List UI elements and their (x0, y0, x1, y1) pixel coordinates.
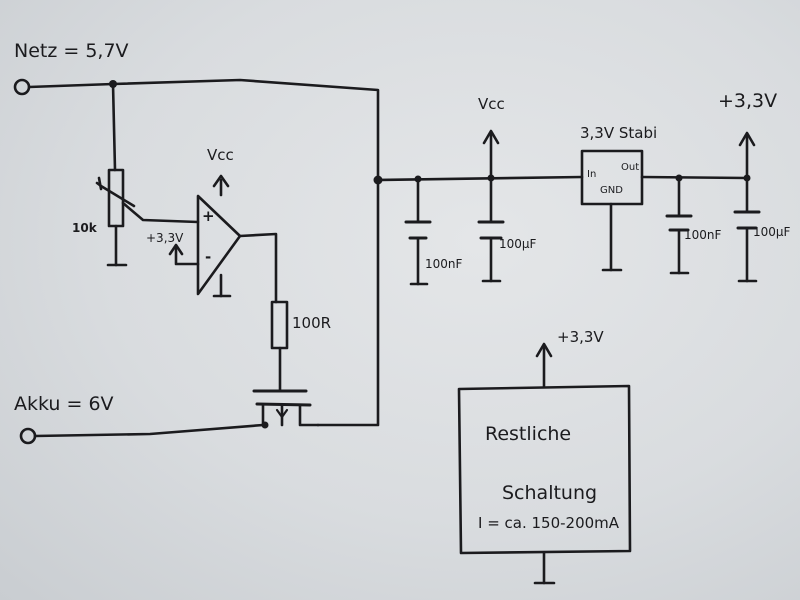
gate-resistor (270, 300, 289, 350)
load-supply-label: +3,3V (557, 328, 604, 346)
regulator-title-label: 3,3V Stabi (580, 124, 658, 142)
opamp-triangle (196, 194, 242, 296)
c1-label: 100nF (425, 257, 463, 271)
rail-junction-left (373, 175, 383, 185)
opamp-ref-wire (174, 246, 200, 266)
pot-wiper-arrow (95, 181, 136, 208)
mosfet-to-rail-wire (316, 178, 380, 427)
c2-label: 100µF (499, 237, 537, 251)
opamp-minus-label: - (205, 248, 212, 266)
mosfet-channel (255, 402, 312, 407)
output-voltage-label: +3,3V (718, 90, 778, 112)
mosfet-drain-lead (298, 403, 320, 427)
gate-resistor-label: 100R (292, 314, 332, 332)
vcc-rail-arrow (482, 129, 500, 145)
load-title-line2: Schaltung (502, 482, 598, 504)
load-box (457, 384, 632, 555)
pot-value-label: 10k (72, 221, 97, 235)
c3-label: 100nF (684, 228, 722, 242)
opamp-out-wire (238, 232, 278, 304)
wiper-to-plus-wire (121, 201, 200, 224)
vcc-rail-label: Vcc (478, 95, 505, 113)
pot-wiper-head (97, 176, 103, 191)
mosfet-arrow (275, 408, 289, 419)
netz-wire (27, 78, 380, 182)
regulator-out-label: Out (621, 162, 640, 173)
pot-lead-top (111, 82, 117, 172)
opamp-ref-arrow (168, 243, 184, 256)
akku-wire (33, 423, 265, 438)
regulator-in-label: In (587, 169, 597, 180)
opamp-ref-label: +3,3V (146, 231, 184, 245)
akku-label: Akku = 6V (14, 393, 114, 415)
output-rail-wire (640, 175, 749, 180)
mosfet-source-dot (261, 421, 269, 429)
opamp-plus-label: + (202, 207, 215, 225)
opamp-vcc-label: Vcc (207, 146, 234, 164)
vcc-rail-wire (376, 175, 584, 182)
load-current-label: I = ca. 150-200mA (478, 514, 620, 532)
netz-terminal (13, 78, 31, 96)
akku-terminal (19, 427, 37, 445)
netz-label: Netz = 5,7V (14, 40, 129, 62)
out-arrow (738, 131, 756, 147)
load-title-line1: Restliche (485, 423, 572, 445)
c4-label: 100µF (753, 225, 791, 239)
regulator-gnd-label: GND (600, 185, 623, 196)
opamp-vcc-arrow (212, 174, 230, 188)
load-supply-arrow (535, 342, 553, 358)
